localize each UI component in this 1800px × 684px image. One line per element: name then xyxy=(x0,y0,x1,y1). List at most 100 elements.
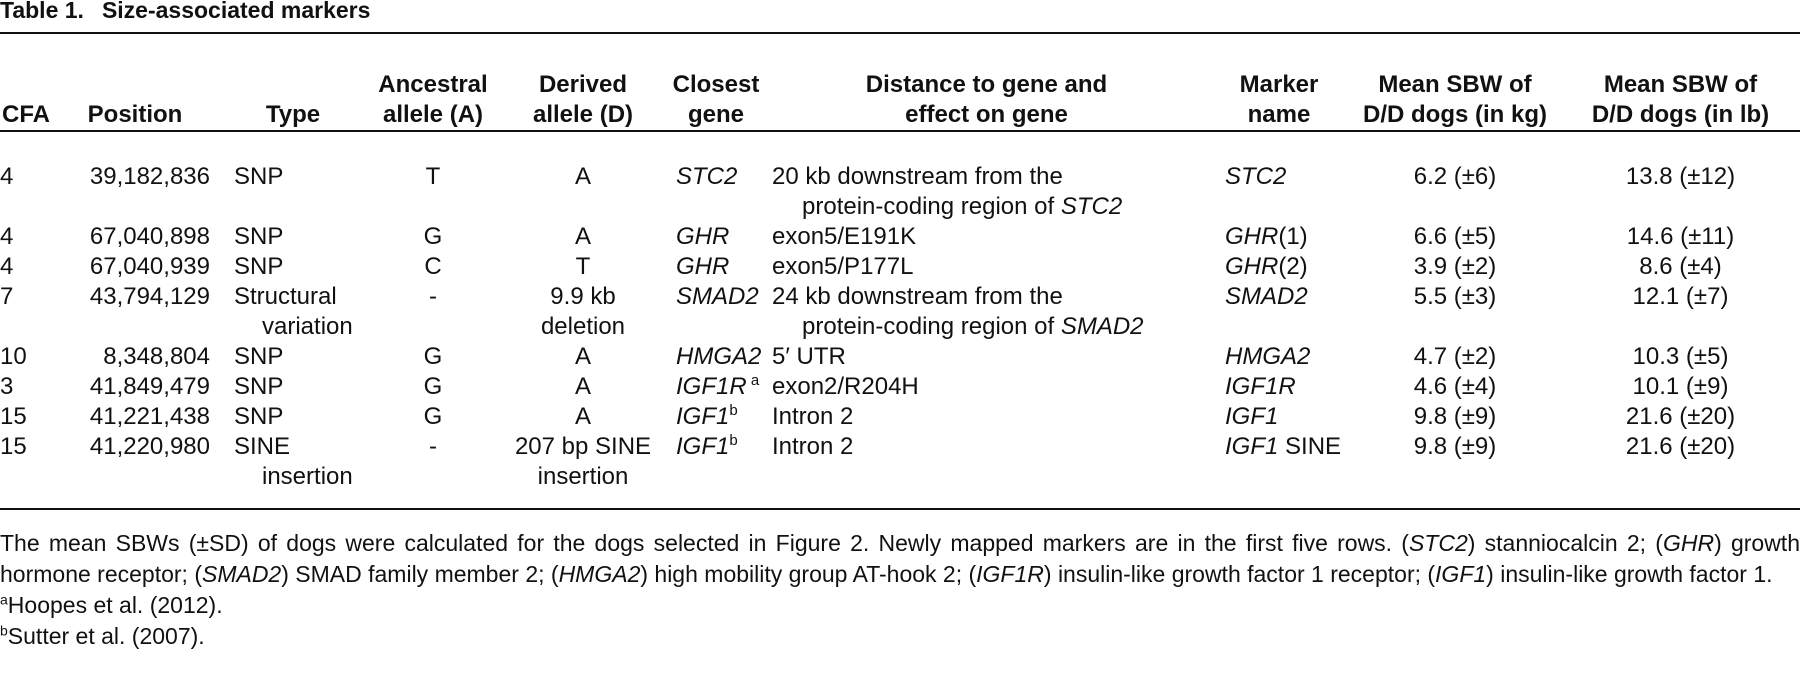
header-line: D/D dogs (in kg) xyxy=(1363,101,1547,128)
distance-line: protein-coding region of SMAD2 xyxy=(802,313,1144,340)
note-gene: GHR xyxy=(1662,530,1715,556)
gene-name: IGF1 xyxy=(676,403,730,430)
cell-mean-kg: 5.5 (±3) xyxy=(1413,283,1497,310)
header-line: allele (D) xyxy=(532,101,634,128)
cell-marker: GHR(1) xyxy=(1209,222,1349,252)
derived-line: deletion xyxy=(540,313,626,340)
derived-line: 207 bp SINE xyxy=(514,433,652,460)
cell-position: 39,182,836 xyxy=(89,163,210,190)
cell-gene: HMGA2 xyxy=(668,342,764,372)
note-text: The mean SBWs (±SD) of dogs were calcula… xyxy=(0,530,1409,556)
cell-cfa: 10 xyxy=(0,343,27,370)
marker-gene: IGF1 xyxy=(1225,433,1279,460)
header-line: Marker xyxy=(1239,71,1319,98)
cell-derived: 207 bp SINE insertion xyxy=(498,432,668,492)
distance-line: exon5/P177L xyxy=(772,253,914,280)
ancestral-line: C xyxy=(424,253,442,280)
header-type: Type xyxy=(218,34,368,140)
header-line: CFA xyxy=(2,101,50,128)
distance-line: 5′ UTR xyxy=(772,343,846,370)
cell-gene: SMAD2 xyxy=(668,282,764,342)
cell-cfa: 15 xyxy=(0,403,27,430)
cell-mean-kg: 6.6 (±5) xyxy=(1413,223,1497,250)
type-line: variation xyxy=(262,313,353,340)
cell-derived: A xyxy=(498,162,668,222)
header-rule xyxy=(0,130,1800,132)
cell-distance: 5′ UTR xyxy=(764,342,1209,372)
cell-derived: A xyxy=(498,222,668,252)
cell-ancestral: T xyxy=(368,162,498,222)
header-line: Ancestral xyxy=(378,71,488,98)
ancestral-line: G xyxy=(423,403,443,430)
cell-mean-lb: 21.6 (±20) xyxy=(1625,433,1736,460)
ancestral-line: G xyxy=(423,223,443,250)
note-gene: IGF1R xyxy=(976,561,1044,587)
marker-gene: GHR xyxy=(1225,253,1279,280)
cell-ancestral: - xyxy=(368,432,498,492)
header-line: name xyxy=(1247,101,1311,128)
cell-gene: IGF1b xyxy=(668,402,764,432)
note-gene: HMGA2 xyxy=(558,561,641,587)
distance-line: 20 kb downstream from the xyxy=(772,163,1063,190)
cell-marker: GHR(2) xyxy=(1209,252,1349,282)
type-line: SNP xyxy=(234,403,284,430)
cell-mean-kg: 9.8 (±9) xyxy=(1413,433,1497,460)
distance-line: 24 kb downstream from the xyxy=(772,283,1063,310)
distance-gene: STC2 xyxy=(1060,193,1123,220)
note-text: ) high mobility group AT-hook 2; ( xyxy=(640,561,977,587)
cell-cfa: 3 xyxy=(0,373,14,400)
cell-ancestral: - xyxy=(368,282,498,342)
footnote-mark: a xyxy=(746,372,760,389)
bottom-rule xyxy=(0,508,1800,510)
cell-mean-lb: 12.1 (±7) xyxy=(1632,283,1729,310)
note-text: ) SMAD family member 2; ( xyxy=(281,561,559,587)
cell-derived: T xyxy=(498,252,668,282)
gene-name: STC2 xyxy=(676,163,738,190)
distance-line: Intron 2 xyxy=(772,403,854,430)
type-line: insertion xyxy=(262,463,353,490)
type-line: SNP xyxy=(234,343,284,370)
footnotes: aHoopes et al. (2012).bSutter et al. (20… xyxy=(0,590,1800,652)
footnote-mark: b xyxy=(0,622,8,639)
gene-name: GHR xyxy=(676,223,730,250)
note-text: ) growth hormone receptor; ( xyxy=(0,530,1800,587)
cell-gene: IGF1b xyxy=(668,432,764,492)
note-gene: STC2 xyxy=(1408,530,1468,556)
cell-mean-lb: 13.8 (±12) xyxy=(1625,163,1736,190)
marker-gene: GHR xyxy=(1225,223,1279,250)
header-line: D/D dogs (in lb) xyxy=(1591,101,1770,128)
header-line: Closest xyxy=(672,71,760,98)
marker-suffix: (1) xyxy=(1278,223,1308,250)
cell-ancestral: G xyxy=(368,372,498,402)
cell-type: SINE insertion xyxy=(218,432,368,492)
derived-line: A xyxy=(574,163,591,190)
footnote: aHoopes et al. (2012). xyxy=(0,590,1800,621)
notes-paragraph: The mean SBWs (±SD) of dogs were calcula… xyxy=(0,528,1800,590)
type-line: SINE xyxy=(234,433,291,460)
cell-marker: IGF1 SINE xyxy=(1209,432,1349,492)
cell-distance: 24 kb downstream from the protein-coding … xyxy=(764,282,1209,342)
distance-line: exon2/R204H xyxy=(772,373,919,400)
note-text: ) stanniocalcin 2; ( xyxy=(1467,530,1663,556)
note-text: ) insulin-like growth factor 1 receptor;… xyxy=(1043,561,1436,587)
cell-distance: exon5/P177L xyxy=(764,252,1209,282)
cell-position: 67,040,939 xyxy=(89,253,210,280)
marker-gene: SMAD2 xyxy=(1225,283,1308,310)
cell-type: SNP xyxy=(218,162,368,222)
derived-line: insertion xyxy=(537,463,629,490)
footnote-mark: b xyxy=(729,402,738,419)
cell-type: SNP xyxy=(218,402,368,432)
table-caption: Table 1.Size-associated markers xyxy=(0,0,370,24)
cell-position: 8,348,804 xyxy=(103,343,210,370)
cell-mean-kg: 4.7 (±2) xyxy=(1413,343,1497,370)
distance-gene: SMAD2 xyxy=(1060,313,1144,340)
header-line: Distance to gene and xyxy=(865,71,1108,98)
